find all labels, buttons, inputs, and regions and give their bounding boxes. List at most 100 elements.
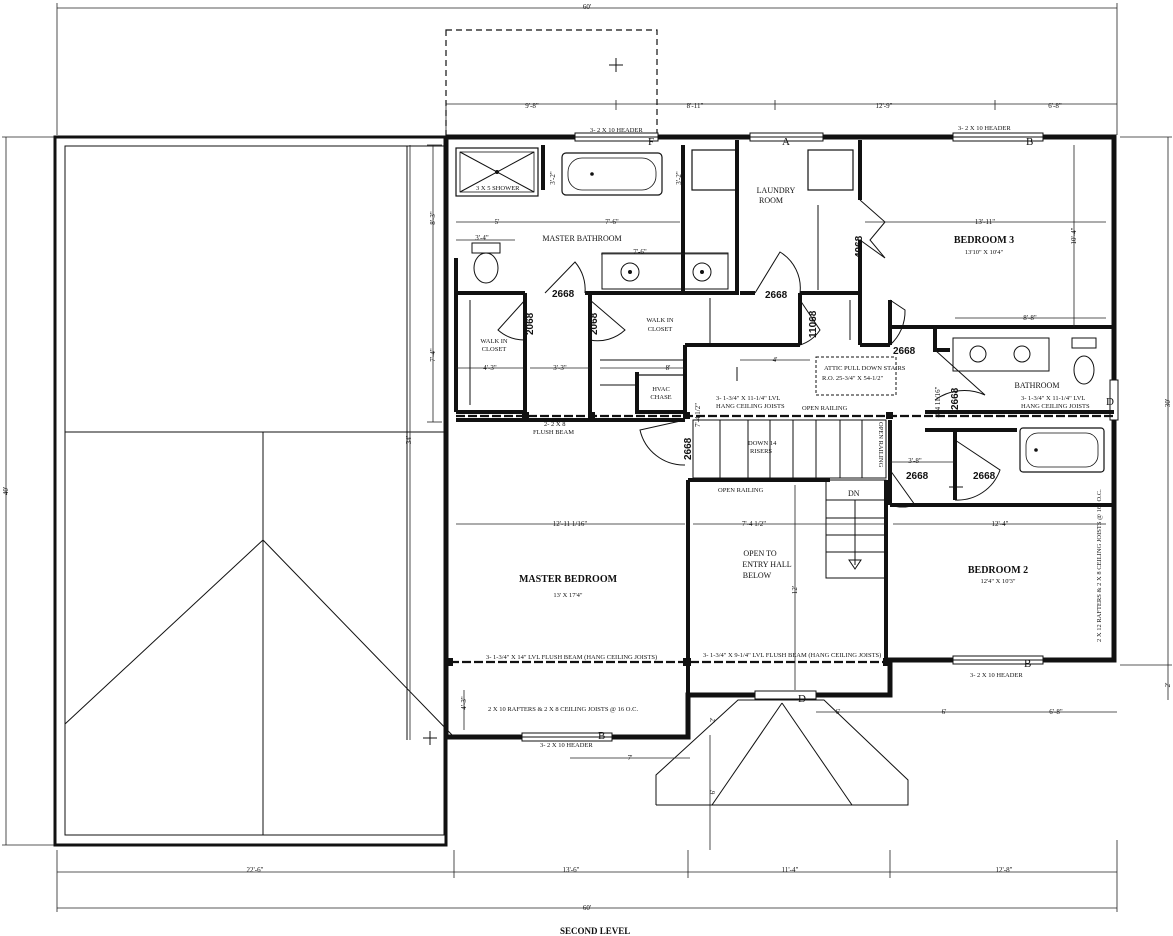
door-label-hall-a: 2668 [906, 471, 929, 482]
window-tag-b-top: B [1026, 136, 1033, 148]
dim-bath-8-4: 8'-4 11/16" [934, 386, 942, 417]
dim-34: 34' [405, 436, 413, 444]
door-label-closet-left: 2068 [525, 312, 536, 335]
garage-roof [53, 135, 455, 847]
shower-icon [455, 147, 539, 197]
room-label-bathroom: BATHROOM [1015, 381, 1060, 390]
room-label-laundry-1: LAUNDRY [757, 186, 796, 195]
sink-icon [969, 345, 987, 363]
dim-porch-7: 7' [628, 754, 633, 762]
dim-top-c: 12'-9" [876, 102, 893, 110]
room-label-open-to-1: OPEN TO [743, 549, 776, 558]
header-note-top-b: 3- 2 X 10 HEADER [958, 125, 1011, 132]
room-label-bedroom2: BEDROOM 2 [968, 565, 1028, 576]
window-tag-b-right: B [1024, 658, 1031, 670]
note-open-railing-mid: OPEN RAILING [718, 487, 764, 494]
sink-icon [692, 262, 712, 282]
note-lvl-right-1: 3- 1-3/4" X 11-1/4" LVL [1021, 395, 1085, 402]
note-rafters-right: 2 X 12 RAFTERS & 2 X 8 CEILING JOISTS @ … [1096, 489, 1103, 642]
dim-br3-13-11: 13'-11" [975, 218, 995, 226]
dim-top-total: 60' [583, 3, 591, 11]
room-label-walkin-right-2: CLOSET [648, 326, 673, 333]
washer-icon [691, 149, 738, 191]
room-size-bedroom2: 12'4" X 10'3" [980, 578, 1015, 585]
note-flush-beam-2: FLUSH BEAM [533, 429, 574, 436]
room-label-master-bathroom: MASTER BATHROOM [542, 234, 621, 243]
dim-br2-12-4: 12'-4" [992, 520, 1009, 528]
note-lvl-right-2: HANG CEILING JOISTS [1021, 403, 1090, 410]
room-label-bedroom3: BEDROOM 3 [954, 235, 1014, 246]
note-flush-beam-1: 2- 2 X 8 [544, 421, 565, 428]
dim-top-a: 9'-8" [525, 102, 539, 110]
dim-br3-10-4: 10'-4" [1070, 227, 1078, 244]
door-label-br3: 2668 [893, 346, 916, 357]
dim-bottom-d: 12'-8" [996, 866, 1013, 874]
sink-icon [620, 262, 640, 282]
dim-right-small: 2' [1164, 683, 1172, 688]
dim-mb-5: 5' [495, 218, 500, 226]
fixtures [455, 147, 1105, 473]
door-swings [497, 199, 1001, 508]
dim-hall-4: 4' [773, 356, 778, 364]
room-label-hvac-1: HVAC [652, 386, 670, 393]
dim-br3-8-8: 8'-8" [1023, 314, 1037, 322]
dim-front-6a: 6' [836, 708, 841, 716]
dim-bottom-a: 22'-6" [247, 866, 264, 874]
interior-walls [454, 140, 1114, 695]
dim-porch-2: 2' [709, 718, 717, 723]
room-label-open-to-2: ENTRY HALL [742, 560, 791, 569]
interior-dimensions: 5' 7'-6" 7'-6" 3'-4" 3'-2" 3'-2" 4'-3" 3… [456, 145, 1106, 730]
overall-dimensions: 60' 9'-8" 8'-11" 12'-9" 6'-8" 22'-6" 13'… [2, 3, 1172, 912]
dim-stair-7-4: 7'-4 1/2" [694, 403, 702, 427]
bathtub-icon [561, 152, 663, 196]
note-attic-1: ATTIC PULL DOWN STAIRS [824, 365, 906, 372]
dim-right-total: 30' [1164, 399, 1172, 407]
dim-bottom-total: 60' [583, 904, 591, 912]
dim-front-6b: 6' [942, 708, 947, 716]
window-tag-b-bottom: B [598, 730, 605, 742]
dim-mb-3-2b: 3'-2" [675, 171, 683, 185]
note-open-railing-vert: OPEN RAILING [877, 422, 884, 468]
door-label-hall-b: 2668 [973, 471, 996, 482]
dim-mb-7-6: 7'-6" [605, 218, 619, 226]
toilet-icon [471, 242, 501, 254]
note-lvl-left-2: HANG CEILING JOISTS [716, 403, 785, 410]
dim-porch-6: 6' [709, 790, 717, 795]
dim-bottom-c: 11'-4" [782, 866, 799, 874]
dim-wc-3-3: 3'-3" [553, 364, 567, 372]
dim-mbed-4-3: 4'-3" [460, 696, 468, 710]
window-tag-f: F [648, 136, 654, 148]
room-label-hvac-2: CHASE [650, 394, 671, 401]
note-beam-left: 3- 1-3/4" X 14" LVL FLUSH BEAM (HANG CEI… [486, 654, 657, 661]
room-size-master-bedroom: 13' X 17'4" [553, 592, 583, 599]
note-down-risers-1: DOWN 14 [748, 440, 777, 447]
dim-bath-3-8: 3'-8" [908, 457, 922, 465]
dim-7-4: 7'-4" [429, 348, 437, 362]
door-label-mb-bath: 2668 [552, 289, 575, 300]
note-beam-right: 3- 1-3/4" X 9-1/4" LVL FLUSH BEAM (HANG … [703, 652, 881, 659]
room-label-walkin-right-1: WALK IN [646, 317, 674, 324]
door-label-laundry-closet: 11068 [808, 310, 819, 338]
dim-left-total: 40' [2, 487, 10, 495]
note-dn: DN [848, 489, 860, 498]
dim-hall-8: 8' [666, 364, 671, 372]
room-label-master-bedroom: MASTER BEDROOM [519, 574, 618, 585]
door-label-bath: 2668 [950, 387, 961, 410]
header-note-bottom-b: 3- 2 X 10 HEADER [540, 742, 593, 749]
dim-wc-4-3: 4'-3" [483, 364, 497, 372]
bump-out-outline [445, 29, 658, 138]
drawing-title: SECOND LEVEL [560, 926, 631, 936]
dim-bottom-b: 13'-6" [563, 866, 580, 874]
porch-roof: 7' 6' 2' 6' 6' 6'-8" [570, 367, 1117, 850]
dim-mb-7-6b: 7'-6" [633, 248, 647, 256]
room-label-open-to-3: BELOW [743, 571, 772, 580]
dryer-icon [807, 149, 854, 191]
dim-mbed-12-11: 12'-11 1/16" [553, 520, 588, 528]
dim-top-b: 8'-11" [687, 102, 704, 110]
note-rafters-bottom: 2 X 10 RAFTERS & 2 X 8 CEILING JOISTS @ … [488, 706, 638, 713]
door-label-laundry: 2668 [765, 290, 788, 301]
staircase [692, 419, 887, 579]
vanity-icon [601, 252, 729, 290]
dim-8-3: 8'-3" [429, 211, 437, 225]
door-label-master-bed: 2668 [683, 437, 694, 460]
